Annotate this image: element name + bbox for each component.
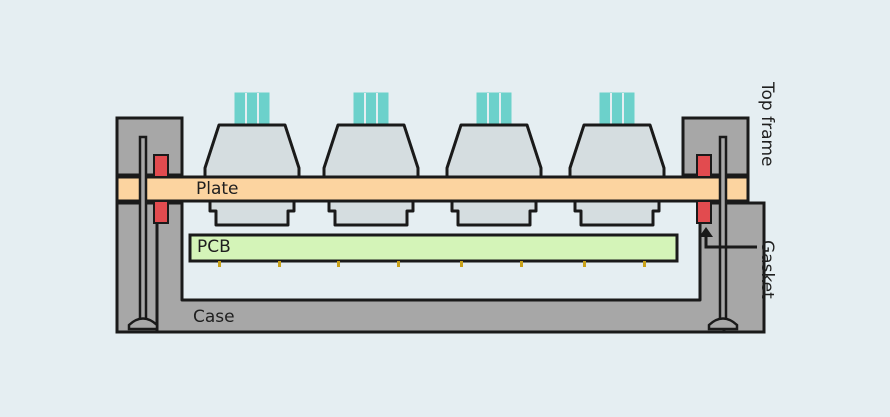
- gasket-arrow-head: [699, 227, 713, 237]
- solder-pin: [278, 261, 281, 267]
- solder-pin: [643, 261, 646, 267]
- gasket-label: Gasket: [757, 240, 777, 299]
- switch-top-housing: [568, 123, 666, 179]
- switch-bottom-housing: [450, 199, 538, 227]
- top-frame-label: Top frame: [757, 82, 777, 167]
- solder-pin: [218, 261, 221, 267]
- plate-label: Plate: [196, 179, 239, 199]
- case-left-wall: [115, 201, 159, 334]
- switch-bottom-housing: [327, 199, 415, 227]
- gasket-right-top: [696, 154, 712, 178]
- pcb-pins: [218, 261, 646, 267]
- switch: [322, 92, 420, 227]
- plate: [115, 175, 750, 203]
- gasket-left-top: [153, 154, 169, 178]
- switch-top-housing: [445, 123, 543, 179]
- switch-top-housing: [203, 123, 301, 179]
- gasket-left-bottom: [153, 200, 169, 224]
- solder-pin: [583, 261, 586, 267]
- switch: [445, 92, 543, 227]
- switch-bottom-housing: [208, 199, 296, 227]
- pcb-label: PCB: [197, 237, 231, 257]
- switch-stem: [599, 92, 635, 127]
- switch: [203, 92, 301, 227]
- screw-right: [707, 135, 739, 331]
- switch-stem: [476, 92, 512, 127]
- solder-pin: [520, 261, 523, 267]
- screw-left: [127, 135, 159, 331]
- switch-bottom-housing: [573, 199, 661, 227]
- switches: [203, 92, 666, 227]
- switch-stem: [234, 92, 270, 127]
- case-label: Case: [193, 307, 235, 327]
- switch-stem: [353, 92, 389, 127]
- pcb: [188, 233, 679, 263]
- switch-top-housing: [322, 123, 420, 179]
- switch: [568, 92, 666, 227]
- top-frame-left: [115, 116, 184, 177]
- top-frame-right: [681, 116, 750, 177]
- solder-pin: [397, 261, 400, 267]
- solder-pin: [337, 261, 340, 267]
- solder-pin: [460, 261, 463, 267]
- gasket-arrow: [704, 236, 757, 249]
- gasket-right-bottom: [696, 200, 712, 224]
